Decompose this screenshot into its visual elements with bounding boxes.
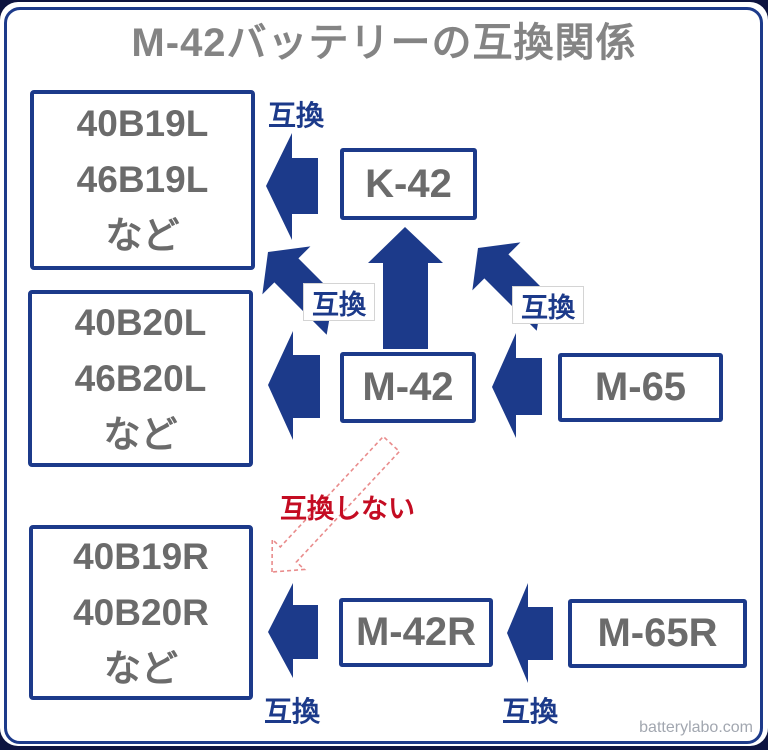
compat-arrow-k42-to-40b19l-icon [266,133,318,240]
compat-arrow-m42-to-40b20l-icon [268,331,320,440]
box-m65: M-65 [558,353,723,422]
box-40b20l-group: 40B20L 46B20L など [28,290,253,467]
compat-arrow-m42-to-k42-icon [368,227,443,349]
box-line: 40B19L [76,103,209,144]
box-m42: M-42 [340,352,476,423]
compat-arrow-m42r-to-40b19r-icon [268,583,318,678]
compat-arrow-m65r-to-m42r-icon [507,583,553,683]
box-k42: K-42 [340,148,477,220]
box-line: 40B19R [73,535,209,577]
box-line: 46B19L [76,159,209,200]
compat-label-bottom-left: 互換 [264,696,321,727]
compat-label-mid-left: 互換 [303,283,375,321]
compat-label-mid-right: 互換 [512,286,584,324]
box-line: など [105,215,180,256]
compat-arrow-m65-to-m42-icon [492,333,542,438]
compat-label-top: 互換 [268,100,325,131]
not-compatible-label: 互換しない [280,494,415,524]
box-line: など [104,647,178,689]
page-title: M-42バッテリーの互換関係 [131,21,637,65]
box-40b19r-group: 40B19R 40B20R など [29,525,253,700]
watermark: batterylabo.com [639,719,753,736]
compat-label-bottom-right: 互換 [502,696,559,727]
no-compat-arrow-m42-to-40b19r-icon [271,435,401,573]
box-m65r: M-65R [568,599,747,668]
box-line: など [103,413,178,455]
box-line: 46B20L [74,357,207,399]
box-m42r: M-42R [339,598,493,667]
box-line: 40B20L [74,301,207,343]
box-line: 40B20R [73,591,209,633]
compat-arrow-m65-to-k42-icon [472,242,561,331]
box-40b19l-group: 40B19L 46B19L など [30,90,255,270]
